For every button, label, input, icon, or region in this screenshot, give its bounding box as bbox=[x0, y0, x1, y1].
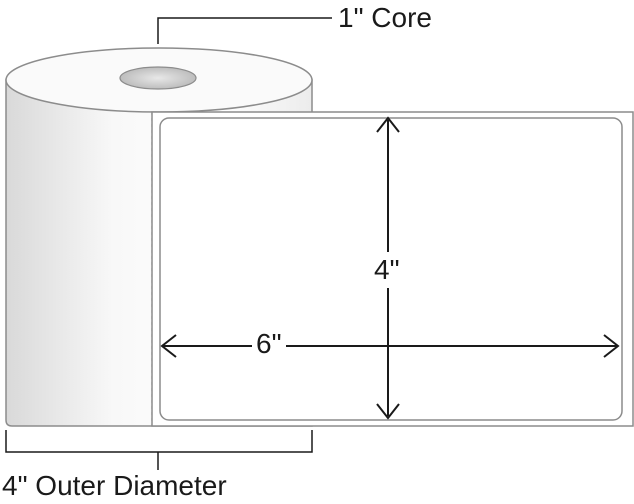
width-label: 6" bbox=[252, 330, 286, 358]
height-label: 4" bbox=[372, 252, 402, 288]
diameter-bracket bbox=[5, 430, 313, 453]
outer-diameter-label: 4" Outer Diameter bbox=[2, 470, 227, 501]
core-hole bbox=[119, 66, 197, 90]
core-label: 1" Core bbox=[338, 2, 432, 33]
core-callout-line bbox=[157, 17, 332, 44]
width-arrow bbox=[160, 334, 620, 358]
